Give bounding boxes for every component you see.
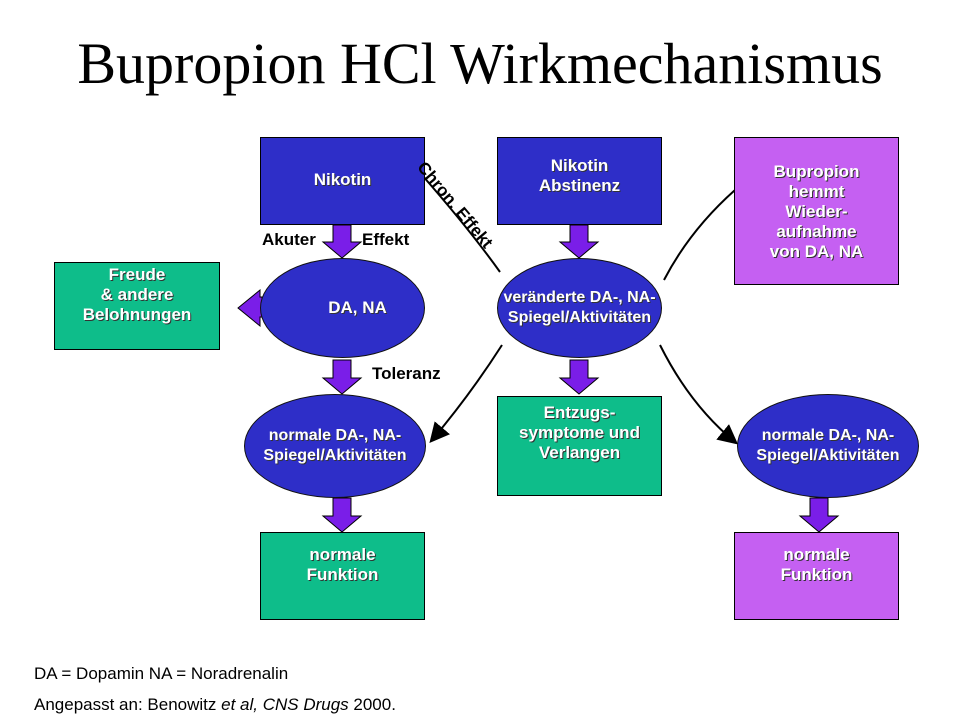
arrow-nikotin-to-dana <box>321 224 363 259</box>
curve-veraenderte-to-normale-right <box>659 344 739 445</box>
curve-veraenderte-to-normale-left <box>429 344 503 444</box>
normale-left-label: normale DA-, NA- Spiegel/Aktivitäten <box>263 427 407 464</box>
source-year: 2000. <box>348 695 396 714</box>
arrow-dana-to-normale-left <box>321 359 363 395</box>
normale-left-ellipse: normale DA-, NA- Spiegel/Aktivitäten <box>244 394 426 498</box>
effekt-label: Effekt <box>362 230 410 249</box>
normale-right-label: normale DA-, NA- Spiegel/Aktivitäten <box>756 427 900 464</box>
source-etal: et al, CNS Drugs <box>221 695 349 714</box>
nikotin-abstinenz-label: Nikotin Abstinenz <box>538 156 621 195</box>
source-prefix: Angepasst an: Benowitz <box>34 695 222 714</box>
freude-box: Freude & andere Belohnungen <box>54 262 220 350</box>
funktion-left-box: normale Funktion <box>260 532 425 620</box>
page-title: Bupropion HCl Wirkmechanismus <box>77 31 883 96</box>
bupropion-box: Bupropion hemmt Wieder- aufnahme von DA,… <box>734 137 899 285</box>
arrow-veraenderte-to-entzugs <box>558 359 600 395</box>
source-footnote: Angepasst an: Benowitz et al, CNS Drugs … <box>34 695 396 715</box>
veraenderte-ellipse: veränderte DA-, NA- Spiegel/Aktivitäten <box>497 258 662 358</box>
da-na-ellipse: DA, NA <box>260 258 425 358</box>
arrow-abstinenz-to-veraenderte <box>558 224 600 259</box>
toleranz-label: Toleranz <box>372 364 441 383</box>
abbreviation-footnote: DA = Dopamin NA = Noradrenalin <box>34 664 289 683</box>
entzugs-box: Entzugs- symptome und Verlangen <box>497 396 662 496</box>
bupropion-label: Bupropion hemmt Wieder- aufnahme von DA,… <box>769 162 864 261</box>
arrow-normale-right-to-funktion <box>798 497 840 533</box>
curve-bupropion-to-veraenderte <box>663 189 736 281</box>
funktion-right-box: normale Funktion <box>734 532 899 620</box>
arrow-dana-to-freude <box>237 288 263 328</box>
arrow-normale-left-to-funktion <box>321 497 363 533</box>
nikotin-abstinenz-box: Nikotin Abstinenz <box>497 137 662 225</box>
veraenderte-label: veränderte DA-, NA- Spiegel/Aktivitäten <box>503 289 656 326</box>
nikotin-box: Nikotin <box>260 137 425 225</box>
normale-right-ellipse: normale DA-, NA- Spiegel/Aktivitäten <box>737 394 919 498</box>
nikotin-label: Nikotin <box>313 170 372 189</box>
funktion-left-label: normale Funktion <box>306 545 379 584</box>
da-na-label: DA, NA <box>328 298 387 317</box>
akuter-label: Akuter <box>262 230 316 249</box>
entzugs-label: Entzugs- symptome und Verlangen <box>519 403 640 462</box>
curve-chron-effekt <box>421 174 501 273</box>
freude-label: Freude & andere Belohnungen <box>82 265 192 324</box>
funktion-right-label: normale Funktion <box>780 545 853 584</box>
